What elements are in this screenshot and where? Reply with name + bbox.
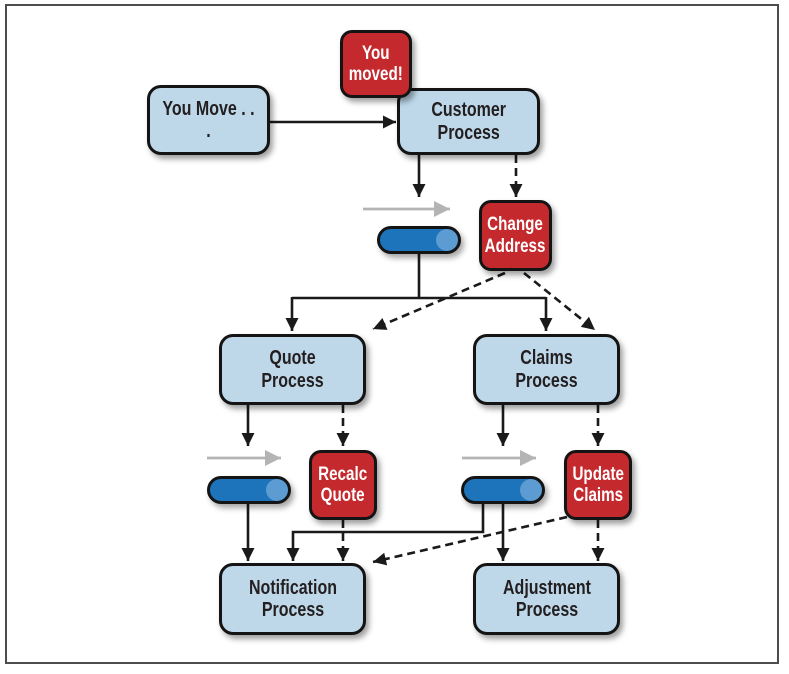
message-queue-claims-icon xyxy=(461,476,545,504)
message-queue-quote-icon xyxy=(207,476,291,504)
node-update-claims-event: Update Claims xyxy=(564,450,632,520)
node-you-move: You Move . . . xyxy=(147,85,270,155)
queue-cap-highlight xyxy=(436,229,458,251)
node-recalc-quote-event-label: Recalc Quote xyxy=(318,463,368,506)
edge-changeaddress-to-quote xyxy=(372,271,506,331)
node-you-moved-event: You moved! xyxy=(340,30,412,98)
node-update-claims-event-label: Update Claims xyxy=(572,463,624,506)
node-adjustment-process-label: Adjustment Process xyxy=(502,576,591,621)
edge-update-to-notification xyxy=(372,515,568,566)
node-you-moved-event-label: You moved! xyxy=(348,42,404,85)
edge-claimsqueue-to-notification xyxy=(286,504,485,561)
edge-changeaddress-to-claims xyxy=(523,271,596,332)
node-customer-process-label: Customer Process xyxy=(431,99,506,144)
node-recalc-quote-event: Recalc Quote xyxy=(309,450,377,520)
node-change-address-event-label: Change Address xyxy=(485,214,546,257)
node-claims-process-label: Claims Process xyxy=(515,347,578,392)
queue-cap-highlight xyxy=(520,479,542,501)
queue-cap-highlight xyxy=(266,479,288,501)
node-you-move-label: You Move . . . xyxy=(162,97,255,142)
node-claims-process: Claims Process xyxy=(473,334,620,405)
node-quote-process: Quote Process xyxy=(219,334,366,405)
node-customer-process: Customer Process xyxy=(397,88,540,155)
node-notification-process: Notification Process xyxy=(219,563,366,635)
node-quote-process-label: Quote Process xyxy=(261,347,324,392)
node-change-address-event: Change Address xyxy=(479,200,552,271)
node-adjustment-process: Adjustment Process xyxy=(473,563,620,635)
message-queue-main-icon xyxy=(377,226,461,254)
node-notification-process-label: Notification Process xyxy=(248,576,337,621)
